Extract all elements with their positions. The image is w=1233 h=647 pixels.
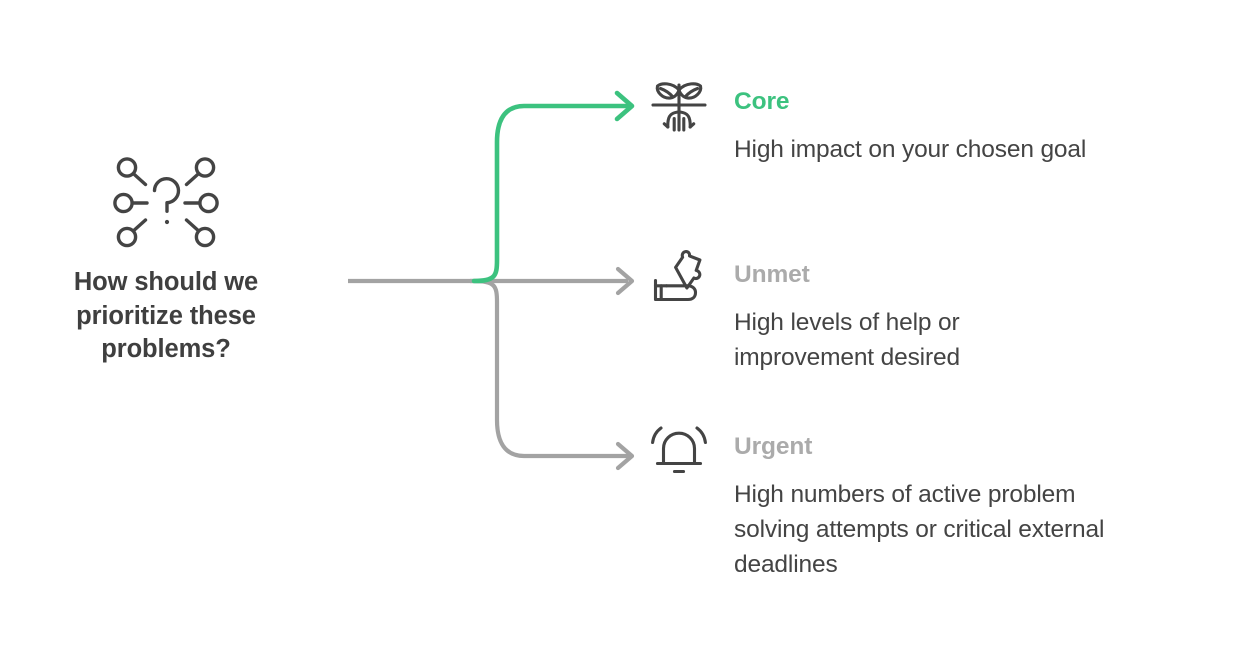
arrowhead-urgent: [615, 441, 635, 471]
branch-description-core: High impact on your chosen goal: [734, 135, 1087, 163]
branch-label-unmet: Unmet: [734, 261, 810, 288]
branch-label-urgent: Urgent: [734, 433, 813, 460]
branch-text-core: Core High impact on your chosen goal: [734, 74, 1142, 168]
branch-label-core: Core: [734, 88, 790, 115]
sprout-seedling-icon: [651, 82, 707, 132]
page-title-line-3: problems?: [101, 335, 231, 364]
branch-text-urgent: Urgent High numbers of active problem so…: [734, 419, 1134, 582]
alarm-bell-icon: [651, 426, 707, 474]
connector-urgent: [471, 278, 635, 471]
question-source-node: How should we prioritize these problems?: [52, 152, 280, 367]
arrowhead-unmet: [615, 266, 635, 296]
arrowhead-core: [614, 90, 635, 122]
branch-item-urgent[interactable]: Urgent High numbers of active problem so…: [648, 419, 1134, 582]
question-network-icon: [113, 157, 219, 248]
page-title: How should we prioritize these problems?: [52, 266, 280, 367]
page-title-line-1: How should we: [73, 268, 259, 296]
page-title-line-2: prioritize these: [76, 301, 256, 330]
connector-core: [471, 90, 635, 284]
branch-item-core[interactable]: Core High impact on your chosen goal: [648, 74, 1142, 168]
branch-item-unmet[interactable]: Unmet High levels of help or improvement…: [648, 247, 1064, 376]
branch-description-unmet: High levels of help or improvement desir…: [734, 308, 960, 371]
connector-unmet: [470, 266, 635, 296]
hand-puzzle-piece-icon: [653, 250, 702, 302]
branch-description-urgent: High numbers of active problem solving a…: [734, 480, 1105, 578]
branch-text-unmet: Unmet High levels of help or improvement…: [734, 247, 1064, 376]
